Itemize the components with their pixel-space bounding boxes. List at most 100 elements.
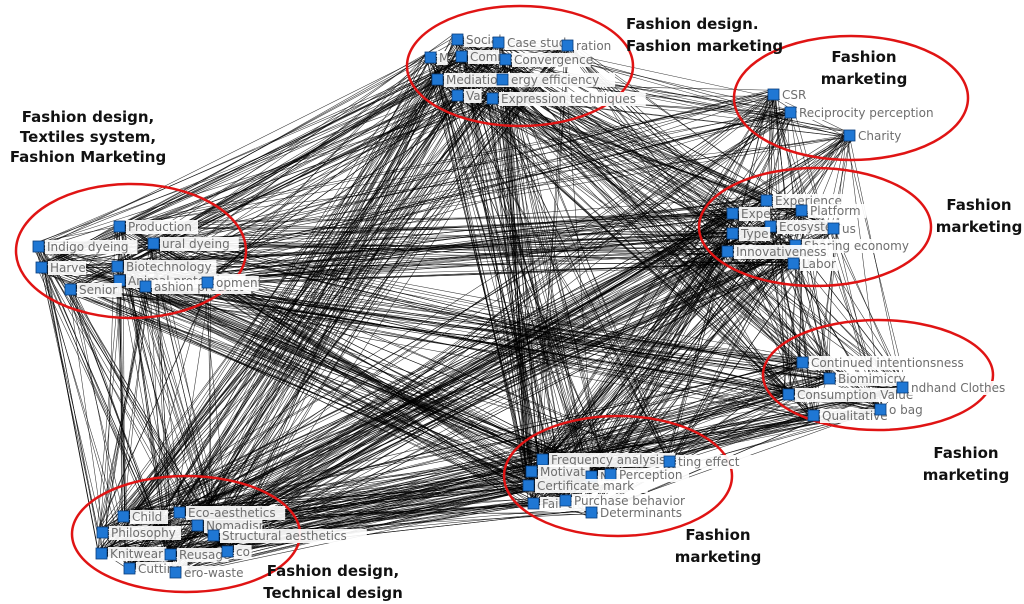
node-label: Convergence <box>514 53 593 67</box>
network-edge <box>606 257 797 480</box>
node-label: Mediation <box>446 73 505 87</box>
network-edge <box>222 224 775 553</box>
node-marker <box>843 129 856 142</box>
network-edge <box>454 90 805 367</box>
network-edge <box>97 278 123 555</box>
network-edge <box>37 56 462 246</box>
node-bottom-left-6: Reusage <box>164 548 230 562</box>
node-left-2: ural dyeing <box>147 237 239 251</box>
network-edge <box>208 195 771 540</box>
node-marker <box>796 356 809 369</box>
cluster-ellipse-top <box>405 4 635 128</box>
network-edge <box>120 266 796 513</box>
network-edge <box>491 100 566 498</box>
node-label-background <box>856 129 908 143</box>
node-marker <box>787 257 800 270</box>
network-edge <box>149 229 736 247</box>
node-marker <box>451 33 464 46</box>
network-edge <box>207 278 610 478</box>
network-edge <box>206 280 830 380</box>
network-edge <box>147 280 608 480</box>
node-marker <box>64 283 77 296</box>
network-edge <box>202 93 778 283</box>
network-edge <box>203 283 535 470</box>
network-edge <box>41 262 129 573</box>
network-edge <box>97 282 212 532</box>
node-label: Child <box>132 510 162 524</box>
network-edge <box>99 287 148 531</box>
network-edge <box>69 292 103 529</box>
node-marker <box>147 237 160 250</box>
network-edge <box>453 97 673 459</box>
node-marker <box>113 220 126 233</box>
edge-layer <box>33 33 907 577</box>
network-edge <box>530 230 733 474</box>
node-label: o bag <box>889 403 923 417</box>
network-edge <box>154 239 792 267</box>
network-edge <box>97 502 570 530</box>
network-edge <box>177 267 795 508</box>
node-label: Senior <box>79 283 117 297</box>
node-label-background <box>48 261 86 275</box>
node-marker <box>123 562 136 575</box>
node-bottom-left-7: co <box>221 545 252 559</box>
node-label: Type <box>740 227 769 241</box>
network-edge <box>123 197 762 283</box>
cluster-label-top-right-line-0: Fashion <box>831 48 896 66</box>
network-edge <box>495 97 799 363</box>
cluster-label-top-line-1: Fashion marketing <box>626 37 783 55</box>
network-edge <box>217 252 723 534</box>
node-label: M <box>439 51 449 65</box>
node-label: Expression techniques <box>501 92 636 106</box>
network-edge <box>503 76 527 488</box>
network-edge <box>209 283 211 534</box>
node-label: Eco-aesthetics <box>188 506 276 520</box>
network-edge <box>35 244 200 527</box>
cluster-ellipse-right-mid <box>697 166 933 288</box>
node-label-background <box>795 388 915 402</box>
node-label-background <box>126 220 198 234</box>
network-edge <box>140 207 806 289</box>
node-label-background <box>535 479 648 493</box>
node-marker <box>896 381 909 394</box>
node-bottom-left-0: Child <box>117 510 168 524</box>
network-edge <box>154 89 772 248</box>
network-edge <box>122 111 787 227</box>
network-edge <box>116 136 852 225</box>
node-label: opment <box>216 276 263 290</box>
node-label: ration <box>576 39 611 53</box>
cluster-label-left-line-2: Fashion Marketing <box>10 148 166 166</box>
node-marker <box>726 227 739 240</box>
node-bottom-mid-1: Motivat <box>525 465 590 479</box>
node-right-mid-5: Type <box>726 227 771 241</box>
network-edge <box>140 281 793 399</box>
node-top-4: Comm <box>455 50 509 64</box>
network-edge <box>116 261 592 481</box>
network-edge <box>458 97 765 198</box>
network-edge <box>213 97 457 533</box>
node-bottom-left-4: Structural aesthetics <box>207 529 367 543</box>
node-marker <box>111 260 124 273</box>
node-label: CSR <box>782 88 806 102</box>
node-label: Reciprocity perception <box>799 106 934 120</box>
network-edge <box>123 374 829 520</box>
cluster-label-right-mid-line-1: marketing <box>936 218 1023 236</box>
network-edge <box>144 283 814 418</box>
node-right-mid-1: Platform <box>795 204 867 218</box>
network-edge <box>43 93 455 269</box>
network-edge <box>727 215 834 376</box>
network-edge <box>195 366 804 521</box>
network-edge <box>591 265 793 474</box>
node-bottom-mid-8: Determinants <box>585 506 684 520</box>
network-edge <box>41 81 437 265</box>
node-left-6: Senior <box>64 283 122 297</box>
network-edge <box>68 99 494 288</box>
cluster-label-top-line-0: Fashion design. <box>626 15 759 33</box>
node-marker <box>536 453 549 466</box>
node-label-background <box>444 73 510 87</box>
node-marker <box>164 548 177 561</box>
node-label: Case study <box>507 36 573 50</box>
node-label-background <box>734 245 834 259</box>
